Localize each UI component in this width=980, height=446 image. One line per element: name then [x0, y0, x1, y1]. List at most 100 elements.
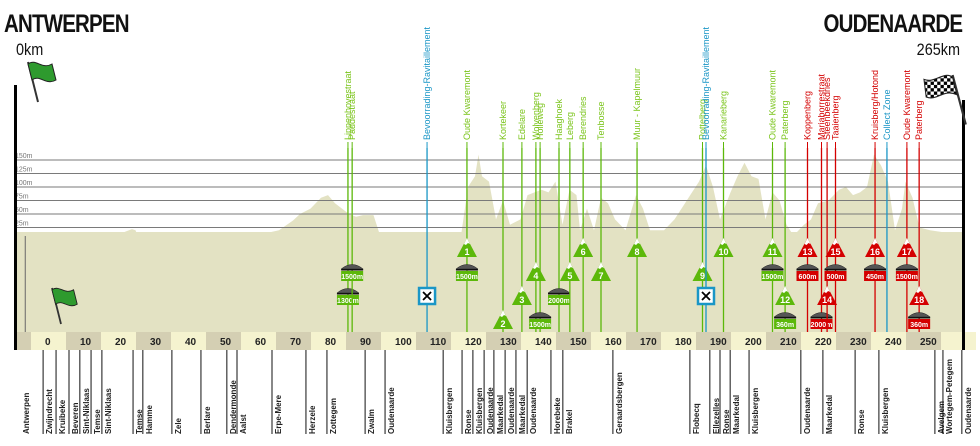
marker-label: Holleweg [535, 103, 545, 140]
marker-label: Lippenhovestraat [343, 70, 353, 140]
km-band-segment [556, 332, 591, 350]
km-band-segment [801, 332, 836, 350]
km-band-segment [346, 332, 381, 350]
cobble-length: 1500m [762, 274, 784, 281]
town-label: Maarkedal [496, 395, 505, 434]
start-flag-icon [27, 61, 57, 103]
km-band-segment [941, 332, 976, 350]
x-tick-label: 250 [920, 337, 937, 348]
town-label: Maarkedal [518, 395, 527, 434]
marker-label: Steenbeekdries [822, 77, 832, 140]
km-band-segment [731, 332, 766, 350]
snow-cap-icon [463, 238, 470, 245]
town-label: Beveren [71, 402, 80, 434]
cobblestone-icon [895, 264, 919, 270]
marker-label: Wolvenberg [531, 92, 541, 140]
town-label: Ronse [857, 409, 866, 434]
climb-number: 15 [830, 247, 840, 257]
flag-pole [951, 74, 967, 125]
snow-cap-icon [824, 286, 831, 293]
marker-cobble: Holleweg 1500m [528, 103, 552, 332]
snow-cap-icon [580, 238, 587, 245]
x-tick-label: 170 [640, 337, 657, 348]
marker-label: Oude Kwaremont [902, 69, 912, 140]
cobble-length-badge [548, 295, 570, 305]
climb-triangle-icon [896, 238, 917, 257]
x-tick-label: 90 [360, 337, 372, 348]
climb-triangle-icon [713, 238, 734, 257]
marker-label: Paddestraat [347, 91, 357, 140]
flag-cloth [51, 287, 78, 307]
marker-label: Bevoorrading-Ravitaillement [701, 26, 711, 140]
elevation-profile [16, 154, 969, 332]
km-band-segment [416, 332, 451, 350]
x-tick-label: 30 [150, 337, 162, 348]
marker-label: Collect Zone [882, 89, 892, 140]
town-label: Oudenaarde [507, 387, 516, 434]
marker-label: Leberg [565, 112, 575, 140]
town-label: Zwijndrecht [45, 389, 54, 434]
town-label: Ellezelles [712, 397, 721, 434]
cobble-length-badge [824, 271, 847, 281]
cobblestone-icon [907, 312, 931, 318]
marker-label: Bevoorrading-Ravitaillement [422, 26, 432, 140]
climb-number: 11 [768, 247, 778, 257]
cobble-base [796, 269, 819, 271]
y-tick-label: 50m [15, 207, 29, 214]
km-band-segment [906, 332, 941, 350]
cutlery-icon [701, 291, 711, 301]
snow-cap-icon [903, 238, 910, 245]
cobble-length: 1500m [896, 274, 918, 281]
town-label: Antwerpen [22, 393, 31, 434]
cobble-base [761, 269, 784, 271]
km-band-segment [871, 332, 906, 350]
cobble-base [341, 269, 364, 271]
snow-cap-icon [699, 262, 706, 269]
km-band-segment [486, 332, 521, 350]
snow-cap-icon [566, 262, 573, 269]
cobblestone-icon [795, 264, 820, 270]
town-label: Kluisbergen [475, 388, 484, 434]
cobble-length-badge [810, 319, 833, 329]
climb-number: 16 [870, 247, 880, 257]
town-label: Dendermonde [229, 380, 238, 434]
y-tick-label: 125m [15, 167, 33, 174]
town-label: Sint-Niklaas [82, 388, 91, 434]
cobble-length: 1500m [529, 322, 551, 329]
marker-collect: Collect Zone [882, 89, 892, 332]
cobble-length: 450m [866, 274, 884, 281]
cobble-base [774, 317, 797, 319]
town-label: Zottegem [329, 398, 338, 434]
snow-cap-icon [720, 238, 727, 245]
marker-label: Oude Kwaremont [462, 69, 472, 140]
town-label: Oudenaarde [803, 387, 812, 434]
x-tick-label: 200 [745, 337, 762, 348]
y-tick-label: 25m [15, 221, 29, 228]
km-band-segment [766, 332, 801, 350]
snow-cap-icon [518, 286, 525, 293]
x-tick-label: 190 [710, 337, 727, 348]
km-band-segment [136, 332, 171, 350]
climb-triangle-icon [865, 238, 886, 257]
km-band-segment [591, 332, 626, 350]
town-label: Berlare [203, 406, 212, 434]
snow-cap-icon [598, 262, 604, 269]
x-tick-label: 60 [255, 337, 267, 348]
climb-number: 8 [635, 247, 640, 257]
town-label: Temse [93, 409, 102, 434]
climb-triangle-icon [591, 262, 611, 281]
climb-number: 18 [914, 295, 924, 305]
snow-cap-icon [872, 238, 879, 245]
climb-number: 5 [567, 271, 572, 281]
cobble-length-badge [908, 319, 931, 329]
cobblestone-icon [340, 264, 364, 270]
town-label: Wortegem-Petegem [945, 359, 954, 434]
climb-number: 2 [500, 319, 505, 329]
